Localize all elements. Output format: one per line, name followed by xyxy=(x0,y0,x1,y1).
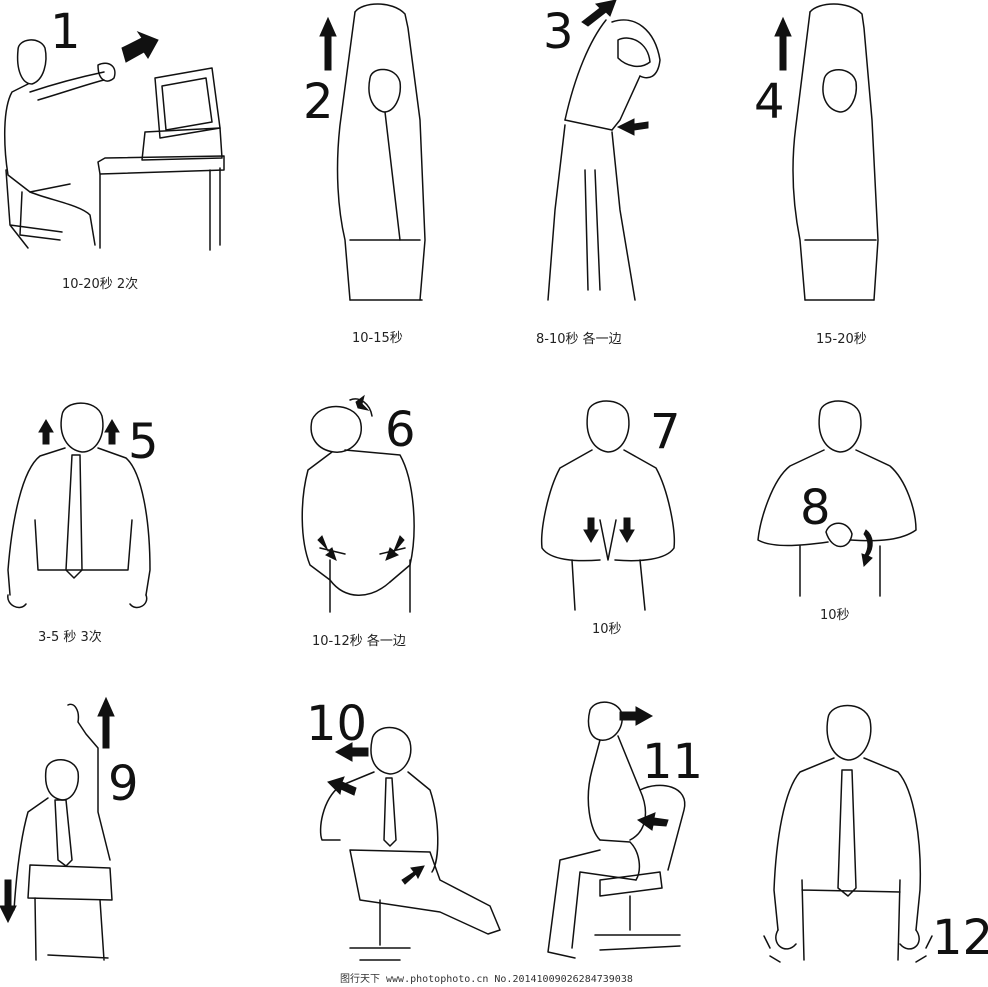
figure-10-seated-twist xyxy=(319,726,501,961)
step-number-1: 1 xyxy=(50,4,81,60)
step-number-12: 12 xyxy=(932,910,988,966)
step-caption-2: 10-15秒 xyxy=(352,331,403,346)
step-number-11: 11 xyxy=(642,734,704,790)
step-caption-3: 8-10秒 各一边 xyxy=(536,332,622,347)
arrow-icon xyxy=(38,419,54,445)
arrow-icon xyxy=(317,535,337,561)
figure-2-standing-overhead-stretch xyxy=(336,3,426,301)
figure-8-wrist-rotation xyxy=(757,400,917,597)
arrow-icon xyxy=(327,776,357,796)
arrow-icon xyxy=(636,812,669,831)
figure-7-palms-press xyxy=(540,400,676,611)
curved-arrow-icon xyxy=(349,398,373,417)
step-number-3: 3 xyxy=(543,4,574,60)
figure-9-seated-side-reach xyxy=(13,703,113,961)
arrow-icon xyxy=(861,529,873,568)
arrow-icon xyxy=(616,118,649,136)
arrow-icon xyxy=(774,16,792,71)
figure-1-seated-forward-stretch xyxy=(4,39,225,251)
arrow-icon xyxy=(319,16,337,71)
arrow-icon xyxy=(619,706,654,726)
figure-4-overhead-stretch xyxy=(792,3,879,301)
arrow-icon xyxy=(581,0,617,27)
figure-12-standing-shake-out xyxy=(763,704,933,963)
step-number-10: 10 xyxy=(306,696,368,752)
step-caption-7: 10秒 xyxy=(592,622,622,637)
figure-5-shoulder-shrug xyxy=(7,402,151,609)
step-number-8: 8 xyxy=(800,480,831,536)
arrow-icon xyxy=(355,394,370,411)
arrow-icon xyxy=(334,742,369,762)
figure-3-side-bend xyxy=(547,19,661,301)
step-number-6: 6 xyxy=(385,402,416,458)
arrow-icon xyxy=(121,30,159,63)
arrow-icon xyxy=(97,696,115,749)
step-number-4: 4 xyxy=(754,74,785,130)
step-number-5: 5 xyxy=(128,414,159,470)
step-number-7: 7 xyxy=(650,404,681,460)
arrow-icon xyxy=(0,879,17,924)
step-caption-5: 3-5 秒 3次 xyxy=(38,630,102,645)
arrow-icon xyxy=(401,865,425,885)
step-caption-1: 10-20秒 2次 xyxy=(62,277,139,292)
step-caption-4: 15-20秒 xyxy=(816,332,867,347)
step-caption-8: 10秒 xyxy=(820,608,850,623)
arrow-icon xyxy=(385,535,405,561)
arrow-icon xyxy=(619,517,635,543)
arrow-icon xyxy=(104,419,120,445)
step-number-2: 2 xyxy=(303,74,334,130)
watermark: 图行天下 www.photophoto.cn No.20141009026284… xyxy=(340,974,633,985)
step-number-9: 9 xyxy=(108,756,139,812)
step-caption-6: 10-12秒 各一边 xyxy=(312,634,406,649)
arrow-icon xyxy=(583,517,599,543)
figure-11-seated-neck-extension xyxy=(547,701,686,959)
